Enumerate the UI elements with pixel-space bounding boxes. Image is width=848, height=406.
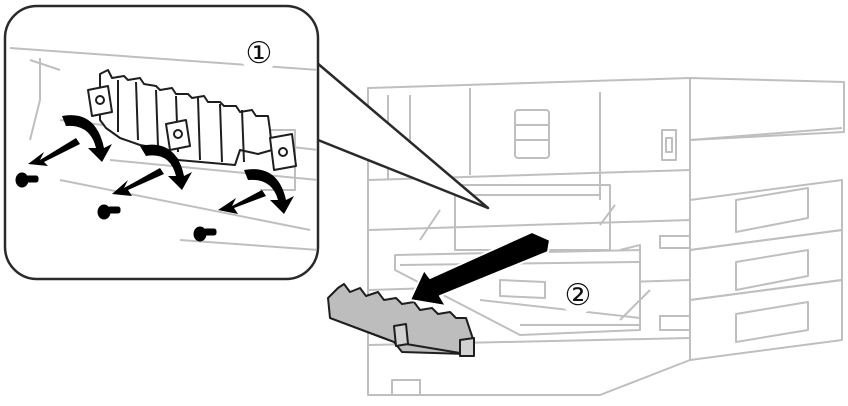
step-2-label: ② [565,278,592,313]
step-1-label: ① [246,36,273,71]
step-2-marker: ② [558,274,598,314]
step-1-marker: ① [239,32,279,72]
